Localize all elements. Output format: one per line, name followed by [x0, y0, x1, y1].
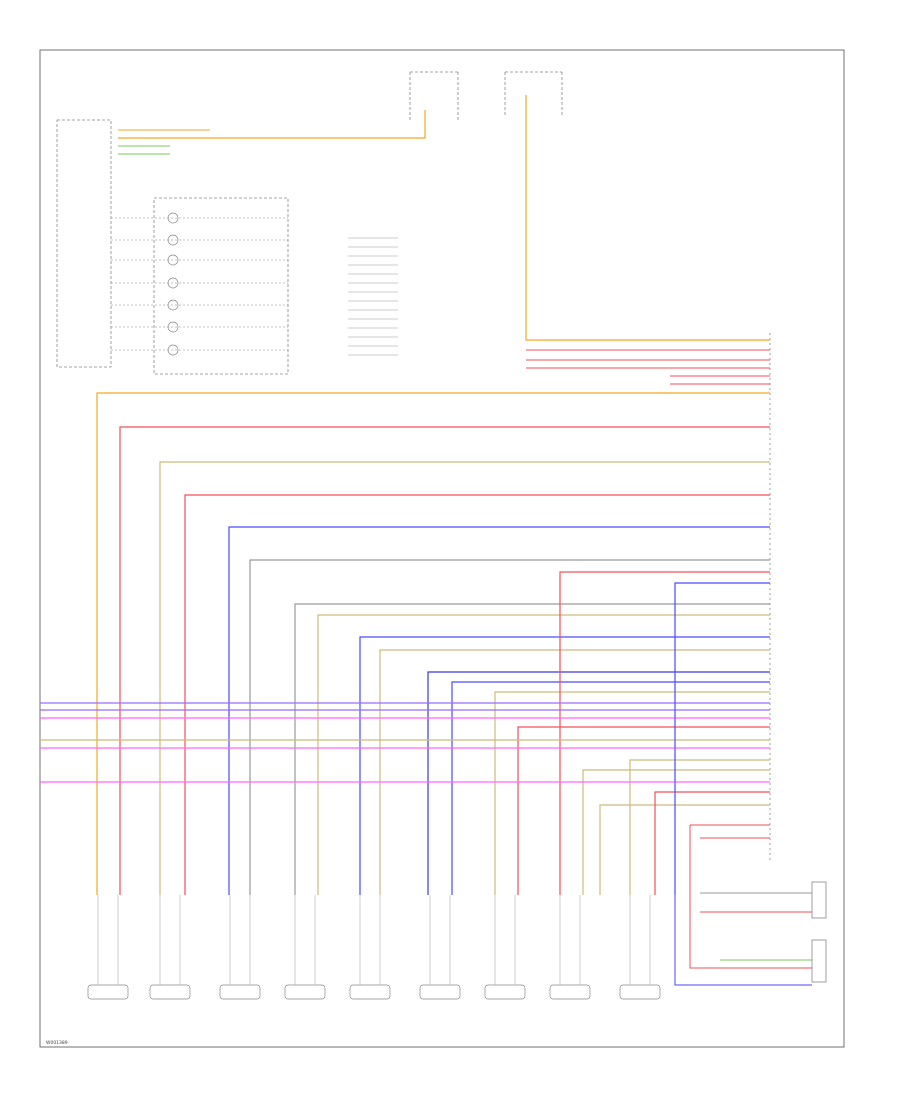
trunk-wire-3	[184, 494, 770, 895]
trunk-wire-0	[96, 392, 770, 895]
fuse-box-1	[409, 71, 459, 120]
trunk-wire-9	[379, 649, 770, 895]
trunk-wire-4	[228, 526, 770, 895]
sensor-0	[87, 984, 129, 1000]
fuse-box-2	[504, 71, 563, 115]
right-module-box	[811, 881, 827, 919]
wire-power-feed	[118, 110, 426, 139]
switch-contact-1	[167, 234, 179, 246]
trunk-wire-12	[494, 691, 770, 895]
sensor-3	[284, 984, 326, 1000]
steering-module-box	[56, 119, 112, 368]
trunk-wire-14	[559, 571, 770, 895]
sensors-group	[87, 895, 661, 1000]
sensor-4	[349, 984, 391, 1000]
trunk-wire-7	[317, 614, 770, 895]
switch-contact-2	[167, 254, 179, 266]
trunk-wire-17	[629, 759, 770, 895]
right-module-box-2	[811, 939, 827, 983]
sensor-8	[619, 984, 661, 1000]
trunk-wire-13	[517, 726, 770, 895]
sensor-7	[549, 984, 591, 1000]
trunk-wire-1	[119, 426, 770, 895]
wires-group	[40, 95, 812, 986]
trunk-wire-19	[674, 582, 770, 895]
sensor-2	[219, 984, 261, 1000]
switch-contact-6	[167, 344, 179, 356]
footer-code: W001389	[46, 1040, 68, 1046]
trunk-wire-6	[294, 603, 770, 895]
trunk-wire-2	[159, 461, 770, 895]
trunk-wire-10	[427, 671, 770, 895]
switch-contact-3	[167, 277, 179, 289]
switch-contact-5	[167, 321, 179, 333]
trunk-wire-8	[359, 636, 770, 895]
switch-contact-4	[167, 299, 179, 311]
trunk-wire-11	[451, 681, 770, 895]
trunk-wire-5	[249, 559, 770, 895]
wire-feed-right	[525, 95, 770, 341]
switch-module-box	[153, 197, 289, 375]
sensor-5	[419, 984, 461, 1000]
diagram-frame	[39, 49, 845, 1048]
loop-3	[689, 825, 812, 969]
trunk-wire-18	[654, 791, 770, 895]
switch-contact-0	[167, 212, 179, 224]
sensor-1	[149, 984, 191, 1000]
switch-rows-group	[111, 212, 398, 356]
trunk-wire-15	[582, 769, 770, 895]
loop-4	[674, 583, 812, 986]
sensor-6	[484, 984, 526, 1000]
trunk-wire-16	[599, 804, 770, 895]
